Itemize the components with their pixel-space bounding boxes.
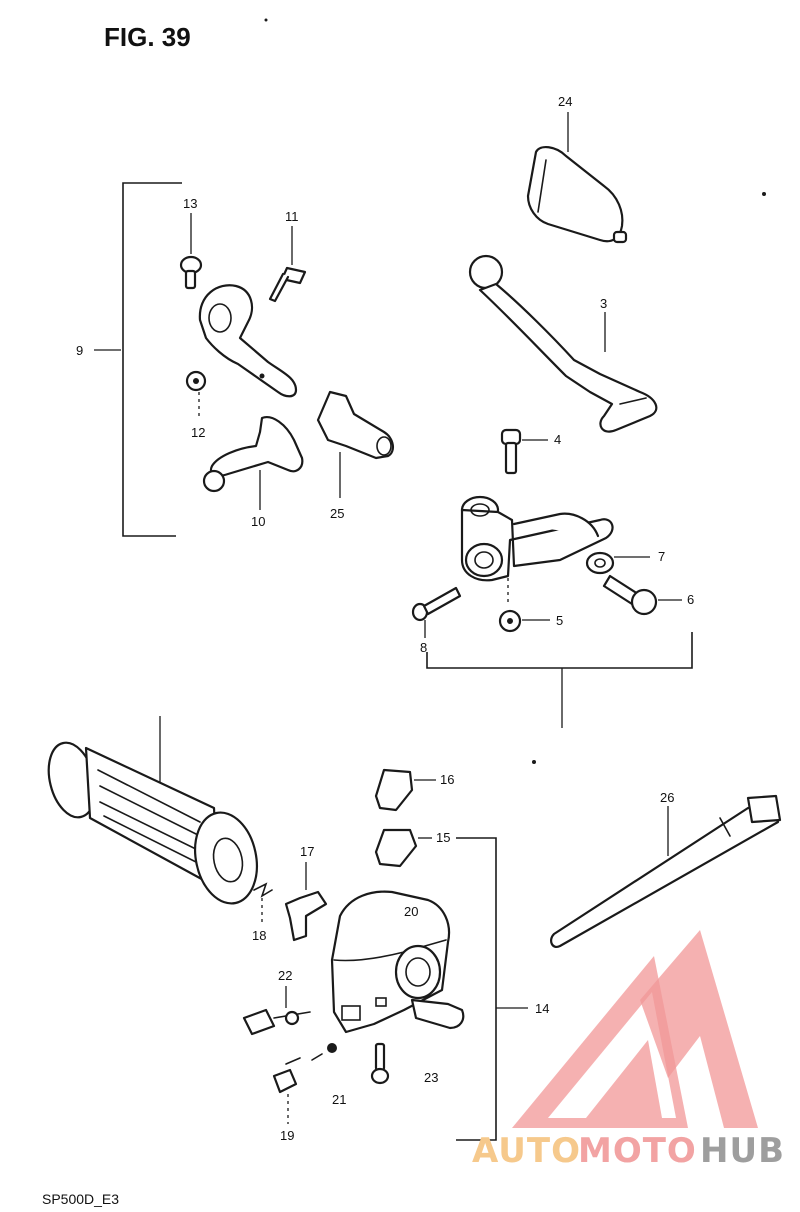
callout-6: 6 — [687, 592, 694, 607]
callout-21: 21 — [332, 1092, 346, 1107]
callout-22: 22 — [278, 968, 292, 983]
footer-code: SP500D_E3 — [42, 1191, 119, 1207]
part-24-boot — [526, 146, 628, 244]
part-10-lever — [202, 416, 304, 493]
part-17-switch — [284, 890, 328, 942]
callout-7: 7 — [658, 549, 665, 564]
callout-3: 3 — [600, 296, 607, 311]
part-23-screw — [370, 1042, 390, 1085]
speck — [264, 18, 268, 22]
callout-24: 24 — [558, 94, 572, 109]
callout-10: 10 — [251, 514, 265, 529]
lever-bracket-assembly — [460, 495, 614, 582]
bracket-group-1-right — [426, 632, 693, 669]
handle-grip — [47, 741, 258, 905]
speck — [532, 760, 536, 764]
watermark-text-hub: HUB — [700, 1131, 785, 1171]
part-22-screw — [242, 1008, 311, 1036]
callout-5: 5 — [556, 613, 563, 628]
callout-4: 4 — [554, 432, 561, 447]
part-13-screw — [179, 255, 203, 290]
callout-23: 23 — [424, 1070, 438, 1085]
callout-9: 9 — [76, 343, 83, 358]
callout-8: 8 — [420, 640, 427, 655]
callout-13: 13 — [183, 196, 197, 211]
callout-12: 12 — [191, 425, 205, 440]
bracket-group-9 — [122, 182, 182, 537]
part-7-collar — [585, 551, 615, 575]
speck — [762, 192, 766, 196]
callout-25: 25 — [330, 506, 344, 521]
part-15-switch-knob — [374, 828, 418, 868]
part-3-lever — [468, 254, 658, 433]
callout-15: 15 — [436, 830, 450, 845]
part-18-spring — [253, 882, 273, 898]
part-11-bolt — [268, 266, 307, 303]
part-6-bolt — [602, 574, 658, 616]
lever-bracket — [198, 284, 298, 398]
watermark-text-auto: AUTO — [472, 1131, 581, 1171]
callout-11: 11 — [285, 209, 299, 224]
callout-18: 18 — [252, 928, 266, 943]
part-12-nut — [185, 370, 207, 392]
figure-title: FIG. 39 — [104, 22, 191, 52]
callout-17: 17 — [300, 844, 314, 859]
part-16-switch-knob — [374, 768, 414, 812]
callout-14: 14 — [535, 1001, 549, 1016]
part-8-bolt — [411, 586, 462, 622]
callout-20: 20 — [404, 904, 418, 919]
part-19-screw — [272, 1043, 337, 1094]
part-26-tie-strap — [550, 794, 782, 948]
part-4-bolt — [500, 428, 522, 475]
watermark-text-moto: MOTO — [578, 1131, 697, 1171]
callout-19: 19 — [280, 1128, 294, 1143]
switch-housing: 20 — [330, 890, 465, 1034]
callout-26: 26 — [660, 790, 674, 805]
part-5-nut — [498, 609, 522, 633]
watermark-logo — [512, 930, 758, 1128]
part-25-holder — [316, 390, 394, 460]
bracket-group-14 — [456, 837, 497, 1141]
callout-16: 16 — [440, 772, 454, 787]
